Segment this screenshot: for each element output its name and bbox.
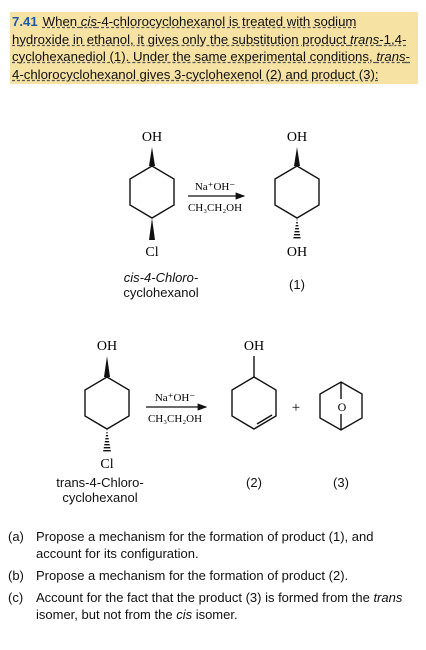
product1-oh-bottom-label: OH: [287, 245, 307, 260]
bridge-oxygen-label: O: [338, 400, 347, 414]
trans-reactant-label-line1: trans-4-Chloro-: [56, 475, 144, 490]
reagent1-bottom: CH₃CH₂OH: [188, 202, 242, 214]
question-text: Propose a mechanism for the formation of…: [36, 568, 349, 583]
question-letter: (a): [8, 529, 24, 544]
hashed-bond: [293, 218, 301, 240]
product2-label: (2): [246, 475, 262, 490]
reagent2-top: Na⁺OH⁻: [155, 392, 196, 404]
reaction-arrow-2: Na⁺OH⁻ CH₃CH₂OH: [146, 392, 208, 425]
wedge-bond: [149, 218, 155, 240]
double-bond-line: [256, 414, 273, 425]
cyclohexenol-structure: OH: [231, 339, 277, 430]
question-letter: (b): [8, 568, 24, 583]
reactant1-oh-label: OH: [142, 130, 162, 145]
question-a: (a) Propose a mechanism for the formatio…: [8, 528, 420, 562]
cis-4-chlorocyclohexanol-structure: OH Cl: [129, 130, 175, 260]
reactant2-cl-label: Cl: [100, 457, 113, 472]
cis-reactant-label-line2: cyclohexanol: [123, 285, 199, 300]
problem-text: When cis-4-chlorocyclohexanol is treated…: [12, 14, 411, 82]
bicyclic-ether-structure: O: [319, 381, 363, 431]
wedge-bond: [104, 356, 110, 377]
cyclohexene-ring: [231, 376, 277, 430]
cyclohexane-ring: [84, 376, 130, 430]
product3-label: (3): [333, 475, 349, 490]
reagent1-top: Na⁺OH⁻: [195, 181, 236, 193]
question-letter: (c): [8, 590, 24, 605]
trans-reactant-label-line2: cyclohexanol: [62, 490, 138, 505]
plus-sign: +: [292, 400, 300, 416]
trans-reactant-label: trans-4-Chloro- cyclohexanol: [35, 475, 165, 505]
wedge-bond: [294, 147, 300, 166]
question-text: Account for the fact that the product (3…: [36, 590, 403, 622]
trans-4-chlorocyclohexanol-structure: OH Cl: [84, 339, 130, 472]
cis-reactant-label: cis-4-Chloro- cyclohexanol: [86, 270, 236, 300]
cyclohexane-ring: [129, 165, 175, 219]
cyclohexane-ring: [274, 165, 320, 219]
reactant2-oh-label: OH: [97, 339, 117, 354]
trans-cyclohexanediol-structure: OH OH: [274, 130, 320, 260]
cis-reactant-label-line1: cis-4-Chloro-: [123, 270, 199, 285]
product1-label: (1): [289, 277, 305, 292]
reactant1-cl-label: Cl: [145, 245, 158, 260]
question-c: (c) Account for the fact that the produc…: [8, 589, 420, 623]
problem-number: 7.41: [12, 14, 38, 29]
product2-oh-label: OH: [244, 339, 264, 354]
wedge-bond: [149, 147, 155, 166]
question-list: (a) Propose a mechanism for the formatio…: [8, 528, 420, 628]
question-text: Propose a mechanism for the formation of…: [36, 529, 374, 561]
hashed-bond: [103, 429, 111, 452]
question-b: (b) Propose a mechanism for the formatio…: [8, 567, 420, 584]
product1-oh-top-label: OH: [287, 130, 307, 145]
reaction-arrow-1: Na⁺OH⁻ CH₃CH₂OH: [188, 181, 246, 214]
reagent2-bottom: CH₃CH₂OH: [148, 413, 202, 425]
